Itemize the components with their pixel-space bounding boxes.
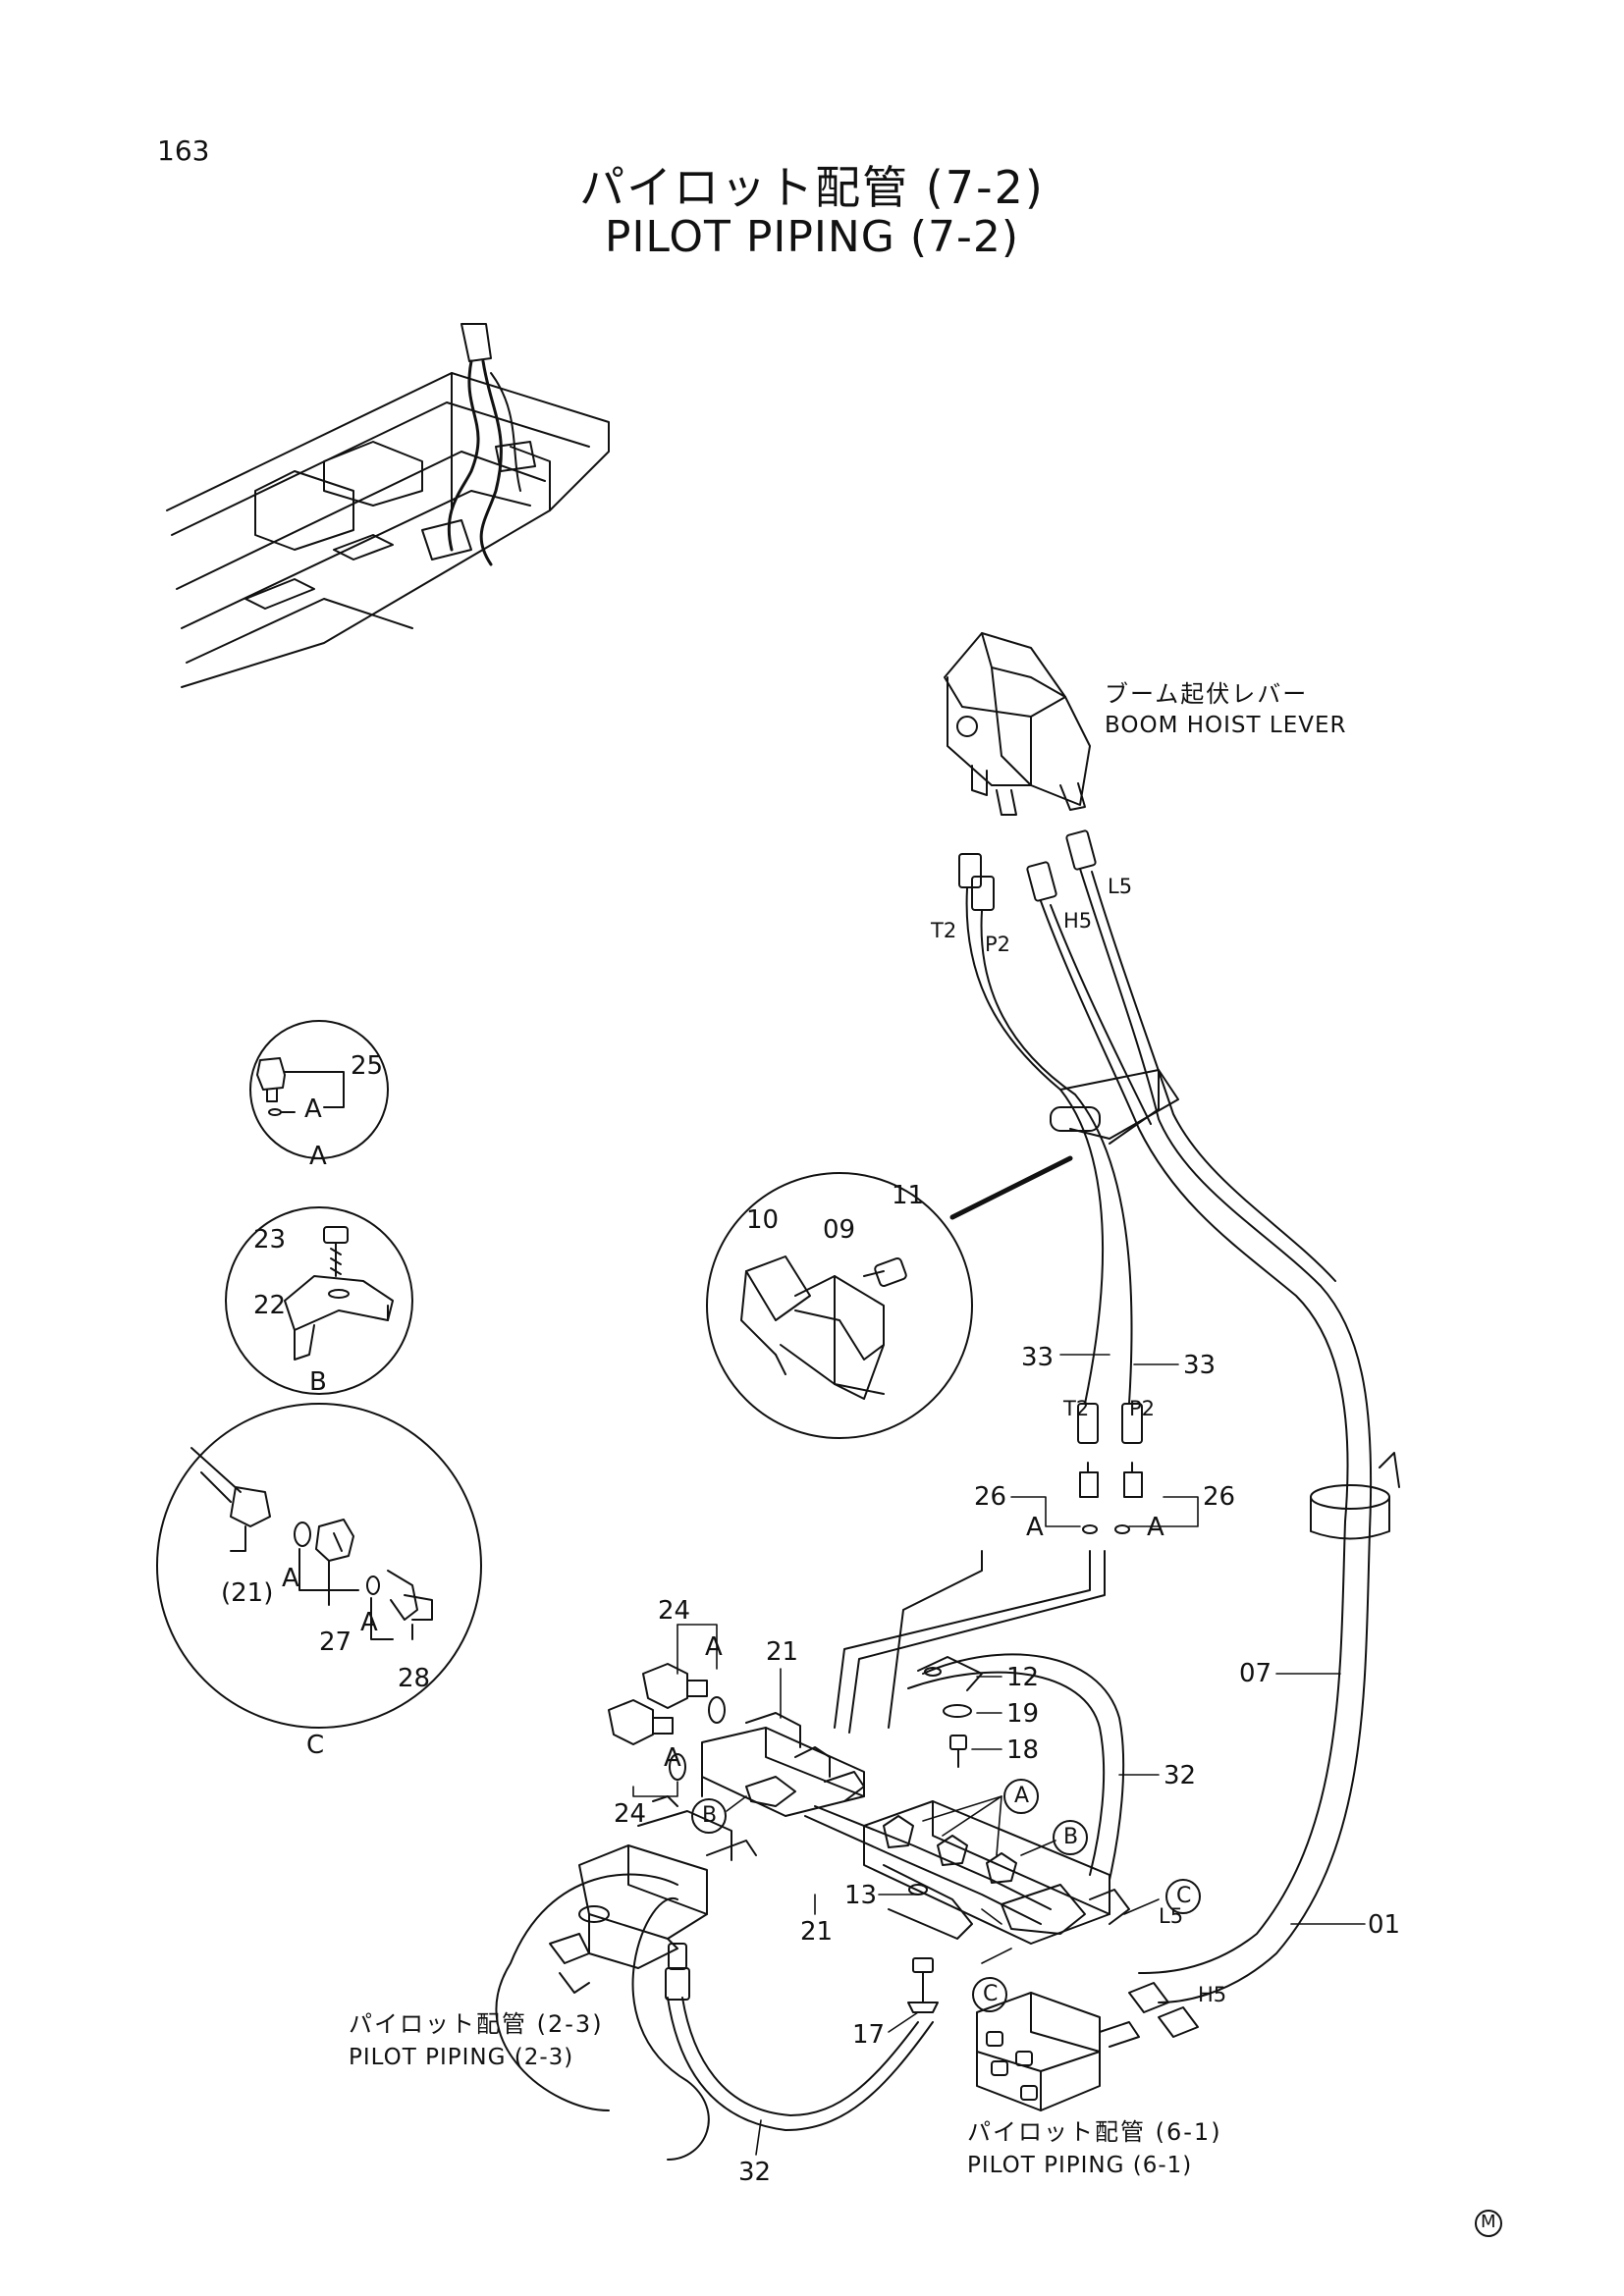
page-title-en: PILOT PIPING (7-2) xyxy=(604,212,1020,262)
ref-piping-2-3-en: PILOT PIPING (2-3) xyxy=(349,2045,574,2070)
pilot-manifold-assembly xyxy=(495,1550,1130,2161)
page-number: 163 xyxy=(157,134,210,167)
detail-c-callout-a1: A xyxy=(282,1564,299,1593)
part-number-25: 25 xyxy=(351,1051,384,1081)
part-number-21-ref: (21) xyxy=(221,1578,274,1608)
callout-a-left: A xyxy=(1026,1513,1044,1542)
port-label-l5-lower: L5 xyxy=(1159,1904,1184,1928)
detail-c-callout-a2: A xyxy=(360,1608,378,1637)
part-number-24-upper: 24 xyxy=(658,1596,691,1626)
part-number-27: 27 xyxy=(319,1628,352,1657)
hose-clamp xyxy=(1050,1069,1179,1145)
part-number-09: 09 xyxy=(823,1215,856,1245)
marker-b-left: B xyxy=(702,1803,718,1828)
part-number-13: 13 xyxy=(844,1881,878,1910)
callout-a-lower: A xyxy=(664,1743,681,1773)
marker-c-right: C xyxy=(1176,1884,1192,1908)
detail-b-title: B xyxy=(309,1367,327,1397)
detail-a-callout: A xyxy=(304,1095,322,1124)
ref-piping-6-1-jp: パイロット配管 (6-1) xyxy=(967,2118,1222,2146)
part-number-17: 17 xyxy=(852,2020,886,2050)
port-label-t2: T2 xyxy=(931,919,957,942)
detail-circle-b xyxy=(225,1206,413,1395)
callout-a-upper: A xyxy=(705,1632,723,1662)
boom-hoist-lever-valve xyxy=(944,632,1091,816)
part-number-10: 10 xyxy=(746,1205,780,1235)
marker-a-right: A xyxy=(1014,1784,1030,1808)
port-label-p2: P2 xyxy=(985,933,1011,956)
port-label-t2-lower: T2 xyxy=(1063,1397,1090,1420)
detail-c-title: C xyxy=(306,1731,325,1760)
part-number-12: 12 xyxy=(1006,1663,1040,1692)
port-label-l5: L5 xyxy=(1108,875,1133,898)
leader-lines xyxy=(632,1354,1366,2156)
callout-markers xyxy=(691,1779,1502,2237)
corner-mark: M xyxy=(1481,2212,1496,2232)
t2-p2-connectors xyxy=(1077,1403,1143,1534)
port-label-h5: H5 xyxy=(1063,909,1093,933)
port-label-h5-lower: H5 xyxy=(1198,1983,1227,2006)
part-number-07: 07 xyxy=(1239,1659,1272,1688)
boom-hoist-lever-label-jp: ブーム起伏レバー xyxy=(1105,680,1309,708)
part-number-28: 28 xyxy=(398,1664,431,1693)
part-number-11: 11 xyxy=(892,1181,925,1210)
valve-block-2-3 xyxy=(549,1795,757,1994)
lever-hose-fittings xyxy=(958,829,1097,911)
detail-a-title: A xyxy=(309,1142,327,1171)
part-number-32-right: 32 xyxy=(1164,1761,1197,1790)
part-number-21-upper: 21 xyxy=(766,1637,799,1667)
detail-circle-c xyxy=(156,1403,482,1729)
ref-piping-2-3-jp: パイロット配管 (2-3) xyxy=(349,2010,604,2038)
part-number-24-lower: 24 xyxy=(614,1799,647,1829)
boom-hoist-lever-label-en: BOOM HOIST LEVER xyxy=(1105,713,1347,738)
part-number-32-bottom: 32 xyxy=(738,2158,772,2187)
part-number-26-right: 26 xyxy=(1203,1482,1236,1512)
detail-circle-clamp xyxy=(706,1155,1073,1439)
cab-overview xyxy=(166,323,610,688)
page-title-jp: パイロット配管 (7-2) xyxy=(579,161,1045,214)
marker-c-bottom: C xyxy=(983,1982,999,2006)
part-number-21-lower: 21 xyxy=(800,1917,834,1947)
valve-block-6-1 xyxy=(976,1982,1199,2111)
part-number-33-right: 33 xyxy=(1183,1351,1217,1380)
marker-b-right: B xyxy=(1063,1825,1079,1849)
ref-piping-6-1-en: PILOT PIPING (6-1) xyxy=(967,2153,1193,2178)
part-number-26-left: 26 xyxy=(974,1482,1007,1512)
part-number-19: 19 xyxy=(1006,1699,1040,1729)
part-number-23: 23 xyxy=(253,1225,287,1255)
hose-band xyxy=(1310,1452,1400,1540)
callout-a-right: A xyxy=(1147,1513,1164,1542)
part-number-01: 01 xyxy=(1368,1910,1401,1940)
pilot-hoses xyxy=(965,868,1373,2003)
port-label-p2-lower: P2 xyxy=(1129,1397,1156,1420)
part-number-33-left: 33 xyxy=(1021,1343,1055,1372)
detail-circle-a xyxy=(249,1020,389,1159)
part-number-22: 22 xyxy=(253,1291,287,1320)
part-number-18: 18 xyxy=(1006,1735,1040,1765)
